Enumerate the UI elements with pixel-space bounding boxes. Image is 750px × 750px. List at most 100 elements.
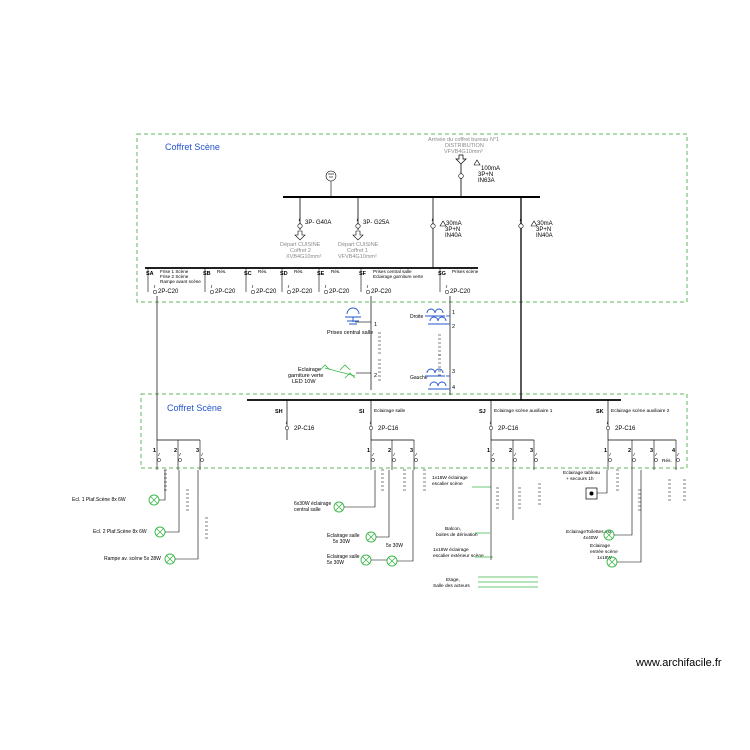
sg-circuit-2: 2 — [452, 324, 455, 330]
feeder-1-label: 3P- G40A — [305, 220, 331, 226]
si-salle2-line2: 5x 30W — [327, 560, 344, 566]
sj-esc2-line1: 1x18W éclairage — [433, 547, 469, 553]
breaker-icon[interactable] — [444, 289, 450, 295]
si-salle1-line2: 5x 30W — [333, 539, 350, 545]
sub-circuit-number: 1 — [487, 448, 490, 454]
breaker-icon[interactable] — [654, 458, 658, 462]
sub-circuit-number: 3 — [650, 448, 653, 454]
breaker-label: 2P-C16 — [294, 426, 315, 432]
circuit-id: SB — [203, 271, 211, 277]
breaker-icon[interactable] — [371, 458, 375, 462]
depart-1-line3: XVB4G10mm² — [286, 254, 322, 260]
arrivee-line2: DISTRIBUTION — [445, 143, 484, 149]
breaker-icon[interactable] — [392, 458, 396, 462]
breaker-icon[interactable] — [200, 458, 204, 462]
main-breaker-icon[interactable] — [458, 173, 464, 179]
breaker-icon[interactable] — [488, 425, 494, 431]
sa-load-3: Rampe av. scène 5x 28W — [104, 556, 161, 562]
sj-esc1-line1: 1x18W éclairage — [432, 475, 468, 481]
breaker-label: 2P-C20 — [371, 289, 392, 295]
sg-circuit-1: 1 — [452, 310, 455, 316]
circuit-id: SG — [438, 271, 446, 277]
depart-arrow-icon-1 — [294, 230, 306, 241]
sj-etage-line1: Etage, — [446, 577, 460, 583]
circuit-id: SI — [359, 409, 365, 415]
circuit-desc: Rés. — [217, 269, 226, 274]
coffret-frame-upper — [136, 133, 688, 303]
circuit-desc: Eclairage scène auxiliaire 1 — [494, 408, 553, 414]
breaker-icon[interactable] — [676, 458, 680, 462]
feeder-breaker-3[interactable] — [430, 223, 436, 229]
si-sx: 5x 30W — [386, 543, 403, 549]
main-breaker-rating: 100mA — [481, 166, 500, 172]
breaker-icon[interactable] — [414, 458, 418, 462]
depart-1-line2: Coffret 2 — [290, 248, 311, 254]
breaker-icon[interactable] — [178, 458, 182, 462]
sub-circuit-number: 2 — [628, 448, 631, 454]
sf-circuit-2: 2 — [374, 373, 377, 379]
breaker-label: 2P-C20 — [158, 289, 179, 295]
feeder-3-rating: 30mA — [446, 221, 462, 227]
sj-esc2-line2: escalier extérieur scène — [433, 553, 484, 559]
sa-load-1: Ecl. 1 Plaf.Scène 8x 6W — [72, 497, 126, 503]
feeder-4-poles: 3P+N — [536, 227, 551, 233]
sg-gauche: Gauche — [410, 375, 428, 381]
feeder-4-in: IN40A — [536, 233, 553, 239]
breaker-icon[interactable] — [608, 458, 612, 462]
breaker-icon[interactable] — [209, 289, 215, 295]
sub-circuit-number: 2 — [509, 448, 512, 454]
sf-prises-label: Prises central salle — [327, 330, 373, 336]
breaker-icon[interactable] — [534, 458, 538, 462]
feeder-breaker-4[interactable] — [518, 223, 524, 229]
breaker-label: 2P-C16 — [615, 426, 636, 432]
sub-circuit-number: 4 — [672, 448, 676, 454]
breaker-icon[interactable] — [250, 289, 256, 295]
earth-icon — [325, 170, 337, 182]
sk-entree-line3: 1x18W — [597, 555, 612, 561]
breaker-icon[interactable] — [605, 425, 611, 431]
circuit-desc: Prises central salle — [373, 269, 412, 274]
sf-circuit-1: 1 — [374, 322, 377, 328]
sj-esc1-line2: escalier scène — [432, 481, 463, 487]
arrivee-line3: VFVB4G10mm² — [444, 149, 483, 155]
sub-circuit-number: 3 — [196, 448, 199, 454]
breaker-icon[interactable] — [286, 289, 292, 295]
feeder-4-rating: 30mA — [537, 221, 553, 227]
sk-tableau-line1: Eclairage tableau — [563, 470, 600, 476]
breaker-icon[interactable] — [491, 458, 495, 462]
arrivee-line1: Arrivée du coffret bureau N°1 — [428, 137, 499, 143]
breaker-label: 2P-C20 — [256, 289, 277, 295]
breaker-icon[interactable] — [323, 289, 329, 295]
depart-2-line1: Départ CUISINE — [338, 242, 379, 248]
circuit-desc: Eclairage scène auxiliaire 2 — [611, 408, 670, 414]
breaker-icon[interactable] — [284, 425, 290, 431]
sk-entree-line1: Eclairage — [590, 543, 610, 549]
coffret-title: Coffret Scène — [165, 142, 220, 152]
breaker-label: 2P-C16 — [378, 426, 399, 432]
breaker-icon[interactable] — [157, 458, 161, 462]
main-breaker-in: IN63A — [478, 178, 495, 184]
sk-tableau-line2: + secours 1h — [566, 476, 594, 482]
sub-circuit-number: 1 — [153, 448, 156, 454]
circuit-id: SE — [317, 271, 325, 277]
feeder-breaker-2[interactable] — [355, 223, 361, 229]
circuit-desc: Eclairage salle — [374, 408, 406, 414]
circuit-id: SJ — [479, 409, 486, 415]
breaker-icon[interactable] — [152, 289, 158, 295]
watermark: www.archifacile.fr — [635, 657, 722, 669]
breaker-icon[interactable] — [632, 458, 636, 462]
depart-2-line2: Coffret 1 — [347, 248, 368, 254]
depart-2-line3: VFVB4G10mm² — [338, 254, 377, 260]
sk-toilettes-line1: EclairageToilettes ext — [566, 529, 612, 535]
emergency-light-icon — [585, 487, 598, 500]
breaker-icon[interactable] — [365, 289, 371, 295]
si-salle1-line1: Eclairage salle — [327, 533, 360, 539]
circuit-id: SC — [244, 271, 252, 277]
breaker-icon[interactable] — [368, 425, 374, 431]
breaker-icon[interactable] — [513, 458, 517, 462]
feeder-breaker-1[interactable] — [297, 223, 303, 229]
socket-icon — [345, 307, 361, 325]
breaker-label: 2P-C20 — [450, 289, 471, 295]
